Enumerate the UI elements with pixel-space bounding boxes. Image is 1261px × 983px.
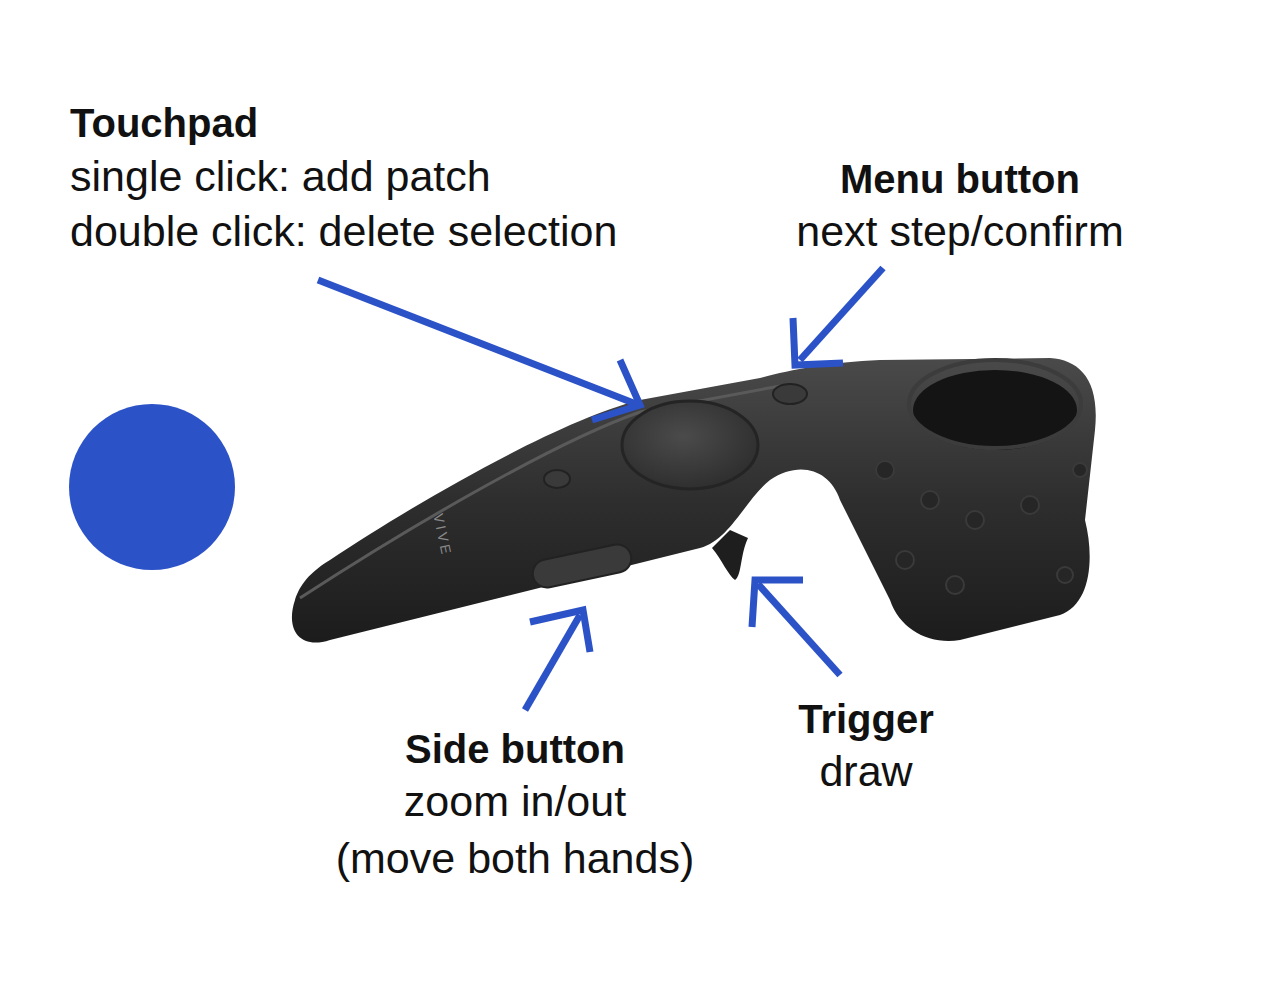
leader-arrows	[318, 268, 883, 710]
action-text: double click: delete selection	[70, 205, 617, 257]
part-name: Touchpad	[70, 97, 258, 149]
part-name: Trigger	[798, 693, 934, 745]
body-highlight	[300, 386, 780, 598]
part-name: Side button	[405, 723, 625, 775]
controller-body	[292, 358, 1096, 643]
touchpad	[622, 401, 758, 489]
action-text: (move both hands)	[336, 832, 695, 884]
system-button	[544, 470, 570, 488]
blue-dot	[69, 404, 235, 570]
ring-rim	[909, 360, 1081, 448]
action-text: next step/confirm	[796, 205, 1123, 257]
brand-logo: VIVE	[430, 512, 455, 558]
action-text: single click: add patch	[70, 150, 491, 202]
sensor-dimples	[876, 461, 1087, 594]
side-button	[530, 542, 634, 590]
menu-button	[773, 384, 807, 404]
part-name: Menu button	[840, 153, 1080, 205]
action-text: zoom in/out	[404, 775, 626, 827]
action-text: draw	[819, 745, 912, 797]
